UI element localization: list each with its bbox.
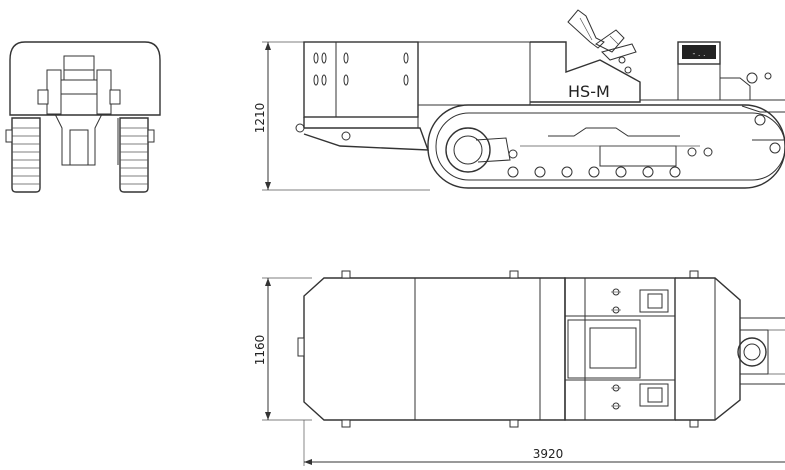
svg-text:- . .: - . . — [692, 49, 705, 58]
side-track — [427, 104, 785, 189]
valve-fittings — [611, 288, 621, 410]
cabinet-latches — [313, 52, 409, 86]
front-right-track — [119, 117, 155, 193]
length-dimension-label: 3920 — [533, 447, 564, 461]
width-dimension: 1160 — [253, 277, 312, 421]
drill-arm — [567, 9, 637, 74]
width-dimension-label: 1160 — [253, 335, 267, 366]
side-view: 1210 HS-M — [253, 9, 785, 191]
height-dimension-label: 1210 — [253, 103, 267, 134]
height-dimension: 1210 — [253, 41, 430, 191]
length-dimension: 3920 — [303, 420, 785, 466]
model-label: HS-M — [568, 82, 610, 101]
top-view: 1160 — [253, 270, 785, 466]
front-view — [5, 41, 161, 193]
side-lugs — [297, 270, 699, 428]
front-left-track — [5, 117, 41, 193]
